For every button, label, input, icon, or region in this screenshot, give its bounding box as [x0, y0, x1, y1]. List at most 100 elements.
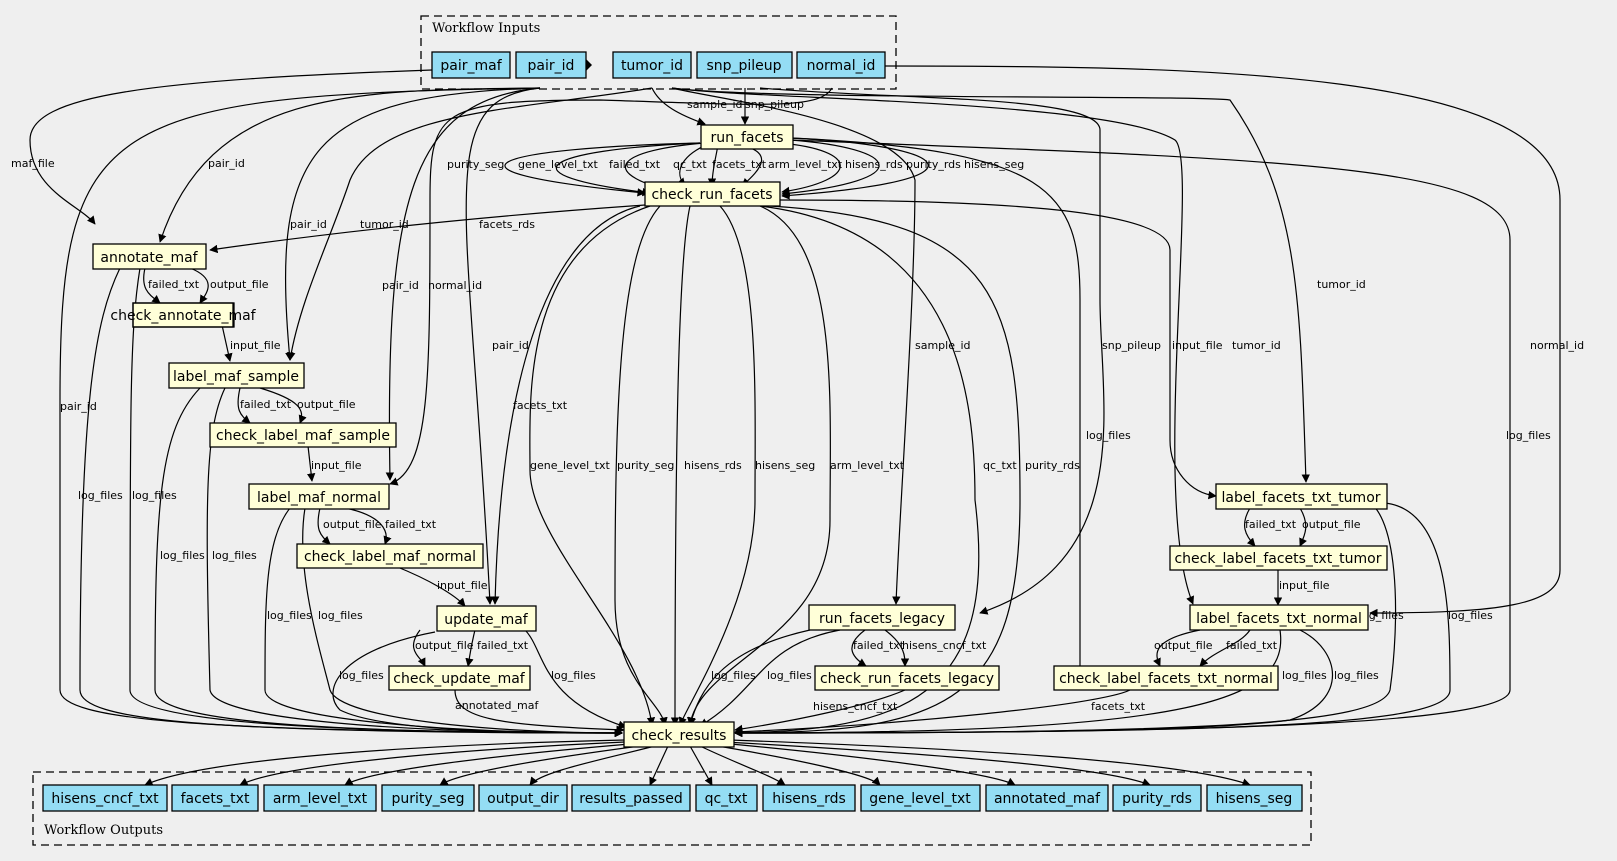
- output-label-qc-txt: qc_txt: [705, 791, 748, 807]
- step-node-run-facets[interactable]: [700, 124, 794, 150]
- edge-label-facets-txt-normal-output-file: [1153, 629, 1201, 667]
- step-nodes: run_facets check_run_facets annotate_maf…: [92, 124, 1388, 748]
- input-node-pair-id[interactable]: [515, 51, 587, 79]
- output-node-hisens-seg[interactable]: [1206, 784, 1303, 812]
- input-label-tumor-id: tumor_id: [621, 58, 683, 74]
- step-node-update-maf[interactable]: [436, 605, 537, 632]
- step-label-label-facets-txt-normal: label_facets_txt_normal: [1196, 611, 1362, 627]
- step-node-run-facets-legacy[interactable]: [808, 604, 956, 631]
- step-label-check-run-facets: check_run_facets: [651, 187, 772, 203]
- edge-run-facets-legacy-hisens-cncf-txt: [884, 629, 910, 667]
- edge-out-qc-txt: [689, 745, 713, 786]
- edge-label: failed_txt: [1226, 639, 1278, 652]
- edge-normal-id-label-facets-txt-normal: [884, 65, 1561, 618]
- edge-label-maf-sample-output-file: [259, 387, 307, 424]
- input-node-normal-id[interactable]: [796, 51, 886, 79]
- edge-label: facets_txt: [712, 158, 767, 171]
- step-node-label-maf-normal[interactable]: [248, 483, 390, 510]
- step-node-check-label-facets-txt-normal[interactable]: [1053, 665, 1279, 691]
- edge-label: maf_file: [11, 157, 55, 170]
- input-node-tumor-id[interactable]: [612, 51, 692, 79]
- input-label-snp-pileup: snp_pileup: [706, 58, 781, 74]
- edge-label: failed_txt: [477, 639, 529, 652]
- step-label-run-facets: run_facets: [710, 130, 783, 146]
- edge-label-maf-normal-failed-txt: [344, 507, 392, 545]
- step-node-check-label-maf-sample[interactable]: [209, 422, 397, 448]
- output-label-hisens-seg: hisens_seg: [1216, 791, 1293, 807]
- output-node-gene-level-txt[interactable]: [860, 784, 981, 812]
- step-node-label-facets-txt-tumor[interactable]: [1215, 483, 1388, 510]
- workflow-outputs-cluster: [32, 771, 1312, 846]
- input-node-pair-maf[interactable]: [431, 51, 511, 79]
- output-node-hisens-cncf-txt[interactable]: [42, 784, 168, 812]
- edge-out-facets-txt: [239, 741, 626, 786]
- edge-label-facets-txt-normal-failed-txt: [1199, 629, 1251, 667]
- edge-run-facets-purity-rds: [781, 139, 880, 198]
- step-label-check-update-maf: check_update_maf: [393, 671, 526, 687]
- edge-label: input_file: [1172, 339, 1223, 352]
- step-label-check-results: check_results: [632, 728, 727, 744]
- edge-label: facets_txt: [1091, 700, 1146, 713]
- step-label-label-maf-normal: label_maf_normal: [257, 490, 381, 506]
- output-label-hisens-cncf-txt: hisens_cncf_txt: [51, 791, 159, 807]
- edge-out-hisens-seg: [729, 739, 1251, 787]
- edge-label: pair_id: [60, 400, 97, 413]
- input-label-pair-maf: pair_maf: [440, 58, 502, 74]
- output-node-qc-txt[interactable]: [695, 784, 758, 812]
- edge-label: tumor_id: [360, 218, 409, 231]
- step-label-run-facets-legacy: run_facets_legacy: [819, 611, 945, 627]
- pair-id-arrowhead: [586, 59, 592, 71]
- output-node-annotated-maf[interactable]: [985, 784, 1109, 812]
- step-node-check-annotate-maf[interactable]: [132, 302, 234, 328]
- edge-label: failed_txt: [148, 278, 200, 291]
- output-node-output-dir[interactable]: [478, 784, 568, 812]
- edge-label: gene_level_txt: [518, 158, 598, 171]
- step-node-label-maf-sample[interactable]: [168, 362, 305, 389]
- step-node-check-results[interactable]: [623, 721, 735, 748]
- edge-out-purity-seg: [439, 745, 641, 786]
- step-node-label-facets-txt-normal[interactable]: [1189, 604, 1369, 631]
- edge-label: sample_id: [915, 339, 971, 352]
- edge-pair-id-update-maf: [465, 87, 541, 605]
- step-node-check-run-facets-legacy[interactable]: [814, 665, 1000, 691]
- edge-label: log_files: [160, 549, 205, 562]
- edge-pair-id-label-maf-normal: [385, 87, 541, 481]
- input-label-normal-id: normal_id: [807, 58, 876, 74]
- edge-pair-id-label-maf-sample: [284, 87, 541, 361]
- edge-update-maf-log1: [332, 631, 623, 738]
- check-annotate-maf-outline: [132, 302, 235, 328]
- output-node-purity-seg[interactable]: [381, 784, 475, 812]
- edge-check-run-facets-hisens-rds: [670, 205, 691, 726]
- edge-label: output_file: [323, 518, 382, 531]
- step-node-annotate-maf[interactable]: [92, 243, 207, 270]
- edge-label: hisens_seg: [755, 459, 815, 472]
- edge-out-hisens-cncf-txt: [144, 739, 626, 786]
- edge-pair-maf-annotate-maf: [29, 69, 433, 225]
- edge-label: log_files: [1334, 669, 1379, 682]
- step-label-label-facets-txt-tumor: label_facets_txt_tumor: [1221, 490, 1380, 506]
- edge-check-update-maf-annotated-maf: [454, 689, 625, 734]
- edge-update-maf-failed-txt: [465, 629, 476, 667]
- step-node-check-label-facets-txt-tumor[interactable]: [1169, 545, 1388, 571]
- output-node-arm-level-txt[interactable]: [263, 784, 377, 812]
- edge-label-maf-sample-log1: [154, 387, 623, 738]
- edge-check-run-facets-legacy-hisens-cncf-txt: [734, 689, 906, 734]
- output-node-purity-rds[interactable]: [1112, 784, 1202, 812]
- step-node-check-label-maf-normal[interactable]: [296, 543, 484, 569]
- step-node-check-run-facets[interactable]: [644, 181, 781, 207]
- edge-label: tumor_id: [1317, 278, 1366, 291]
- edge-check-run-facets-input-file: [779, 199, 1217, 500]
- edge-label: hisens_rds: [684, 459, 742, 472]
- edge-check-run-facets-arm-level-txt: [687, 205, 831, 726]
- edge-label-maf-sample-failed-txt: [237, 387, 251, 424]
- edge-label: output_file: [415, 639, 474, 652]
- input-node-snp-pileup[interactable]: [696, 51, 793, 79]
- output-node-results-passed[interactable]: [571, 784, 691, 812]
- output-node-facets-txt[interactable]: [171, 784, 259, 812]
- edge-check-label-maf-normal-input-file: [394, 565, 466, 607]
- output-node-hisens-rds[interactable]: [762, 784, 856, 812]
- input-nodes: pair_maf pair_id tumor_id snp_pileup nor…: [431, 51, 886, 79]
- edge-label: log_files: [339, 669, 384, 682]
- step-node-check-update-maf[interactable]: [388, 665, 531, 691]
- output-label-output-dir: output_dir: [487, 791, 559, 807]
